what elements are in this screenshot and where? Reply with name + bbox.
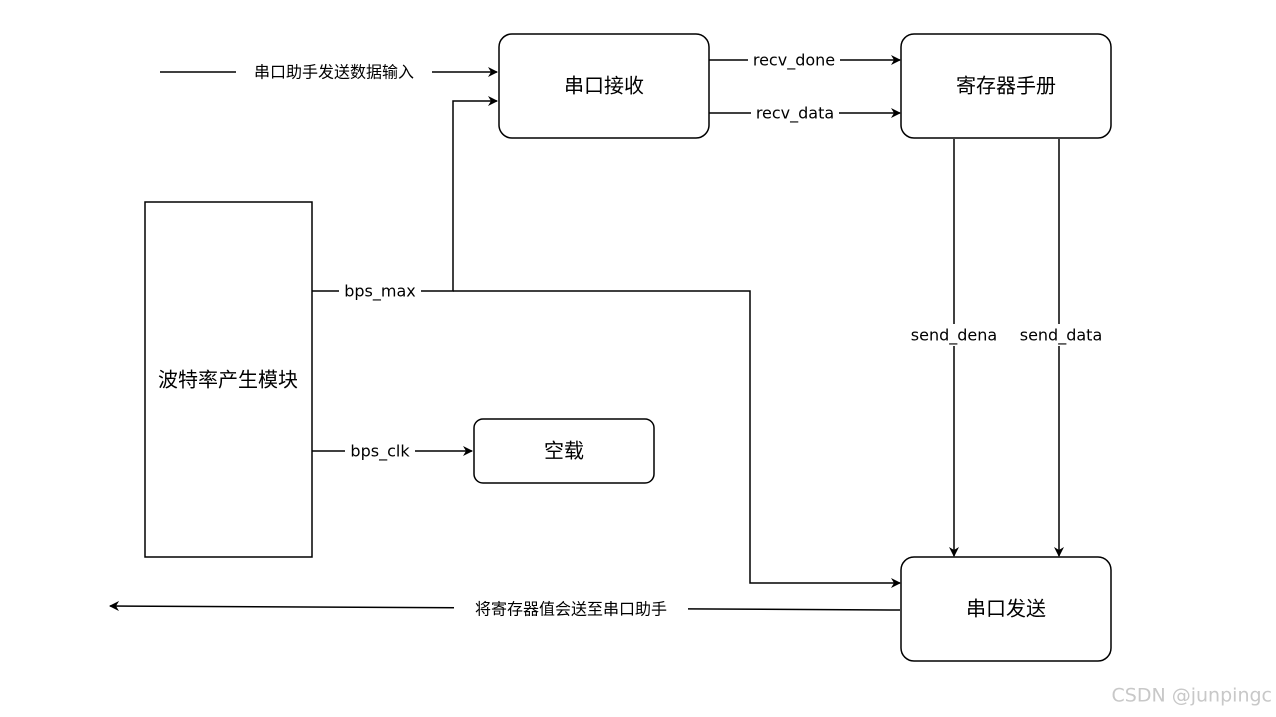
edge-bps-max-to-recv [312,96,498,292]
node-uart-send: 串口发送 [900,556,1112,662]
edge-bps-max-to-send [453,290,901,588]
edge-label-send-dena: send_dena [911,326,997,346]
edge-labels: 串口助手发送数据输入 recv_done recv_data bps_max b… [236,50,1108,620]
node-register-manual: 寄存器手册 [900,33,1112,139]
node-uart-send-label: 串口发送 [966,597,1046,621]
edge-label-recv-done: recv_done [753,51,835,71]
node-baud-gen-label: 波特率产生模块 [158,368,298,392]
node-uart-recv: 串口接收 [498,33,710,139]
edge-label-bps-clk: bps_clk [350,442,410,462]
edge-label-bps-max: bps_max [344,282,416,302]
edge-label-send-data: send_data [1020,326,1103,346]
node-empty-load: 空载 [473,418,655,484]
node-register-manual-label: 寄存器手册 [956,74,1056,98]
watermark: CSDN @junpingc [1112,685,1272,707]
edge-label-output-to-assistant: 将寄存器值会送至串口助手 [475,600,667,619]
node-uart-recv-label: 串口接收 [564,74,644,98]
node-baud-gen: 波特率产生模块 [144,201,313,558]
edge-label-assistant-input: 串口助手发送数据输入 [254,63,414,82]
node-empty-load-label: 空载 [544,439,584,463]
edge-label-recv-data: recv_data [756,104,834,124]
